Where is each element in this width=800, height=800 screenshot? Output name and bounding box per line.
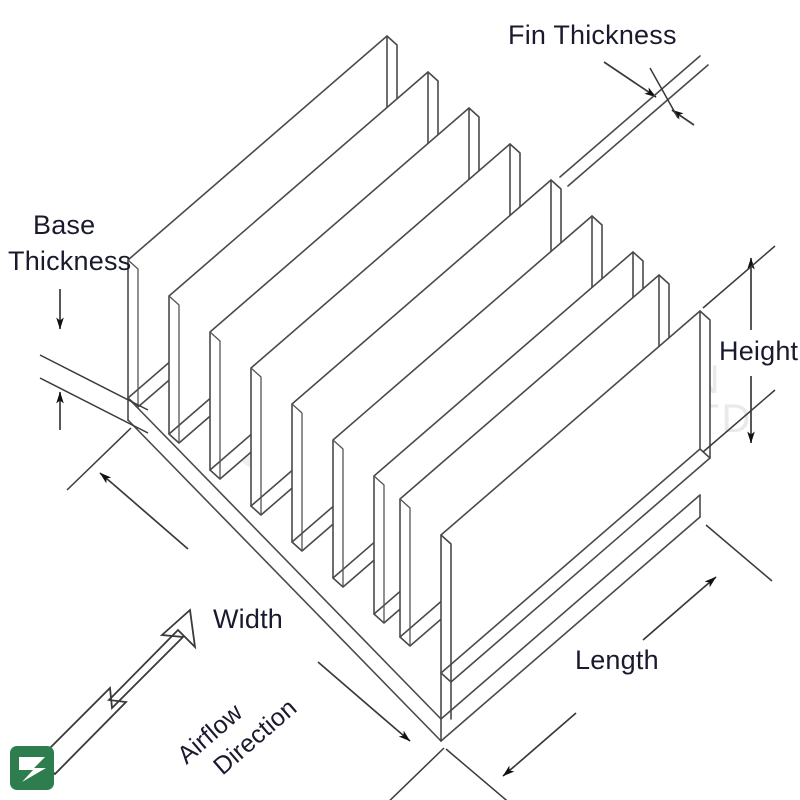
dimension-width: Width — [66, 427, 445, 800]
fin-thickness-label: Fin Thickness — [508, 20, 677, 50]
length-label: Length — [575, 645, 659, 675]
dimension-height: Height — [702, 245, 799, 453]
dimension-length: Length — [445, 524, 773, 800]
base-thickness-label-line2: Thickness — [8, 246, 131, 276]
airflow-indicator: Airflow Direction — [36, 608, 302, 781]
liangyin-logo[interactable] — [10, 746, 54, 790]
base-thickness-label-line1: Base — [33, 210, 95, 240]
height-label: Height — [719, 336, 799, 366]
base-plate — [127, 397, 701, 742]
dimension-fin-thickness: Fin Thickness — [508, 20, 709, 187]
dimension-base-thickness: Base Thickness — [8, 210, 149, 434]
width-label: Width — [213, 604, 283, 634]
heatsink-solid — [127, 35, 711, 742]
